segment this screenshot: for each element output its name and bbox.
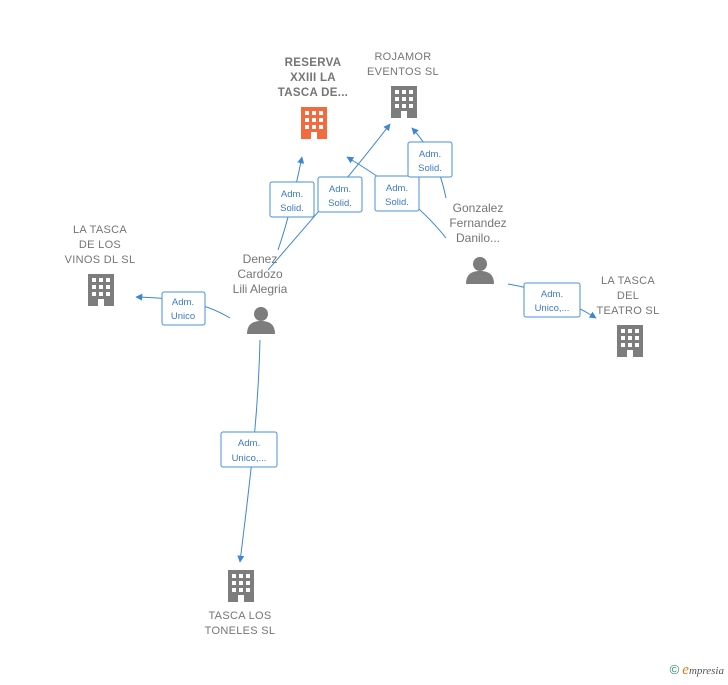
edge-label-line: Adm. xyxy=(238,438,260,449)
edge-label-line: Adm. xyxy=(172,297,194,308)
company-name-line: XXIII LA xyxy=(290,72,336,84)
edge-label-gonzalez-rojamor[interactable]: Adm. Solid. xyxy=(407,141,453,178)
company-name-line: ROJAMOR xyxy=(374,51,431,63)
edge-label-line: Unico,... xyxy=(535,303,570,314)
edge-label-line: Adm. xyxy=(329,184,351,195)
company-name-line: DE LOS xyxy=(79,239,121,251)
company-name-line: EVENTOS SL xyxy=(367,66,439,78)
edge-label-denez-reserva[interactable]: Adm. Solid. xyxy=(269,181,315,218)
edge-label-line: Solid. xyxy=(385,197,409,208)
company-name-line: TEATRO SL xyxy=(596,305,659,317)
edge-label-denez-vinos[interactable]: Adm. Unico xyxy=(161,291,206,326)
person-name-line: Cardozo xyxy=(237,267,283,281)
building-icon xyxy=(228,570,254,602)
company-name-line: LA TASCA xyxy=(73,224,127,236)
edge-label-gonzalez-reserva[interactable]: Adm. Solid. xyxy=(374,175,420,212)
edge-label-line: Solid. xyxy=(328,198,352,209)
edge-label-line: Adm. xyxy=(419,149,441,160)
company-name-line: VINOS DL SL xyxy=(65,254,136,266)
building-icon xyxy=(617,325,643,357)
edge-label-line: Unico,... xyxy=(232,453,267,464)
copyright-icon: © xyxy=(669,662,680,677)
building-icon xyxy=(301,107,327,139)
person-node-denez[interactable]: Denez Cardozo Lili Alegria xyxy=(233,252,288,334)
brand-initial: e xyxy=(682,662,689,678)
building-icon xyxy=(391,86,417,118)
empresia-footer: © empresia xyxy=(670,662,724,679)
person-node-gonzalez[interactable]: Gonzalez Fernandez Danilo... xyxy=(449,201,507,284)
person-name-line: Denez xyxy=(243,252,278,266)
edge-label-line: Adm. xyxy=(281,189,303,200)
edge-label-line: Solid. xyxy=(280,203,304,214)
building-icon xyxy=(88,274,114,306)
person-name-line: Fernandez xyxy=(449,216,506,230)
edge-label-line: Unico xyxy=(171,311,195,322)
company-name-line: RESERVA xyxy=(285,57,342,69)
company-name-line: TONELES SL xyxy=(205,625,276,637)
company-node-toneles[interactable]: TASCA LOS TONELES SL xyxy=(205,570,276,637)
person-icon xyxy=(247,307,275,334)
person-icon xyxy=(466,257,494,284)
company-node-reserva[interactable]: RESERVA XXIII LA TASCA DE... xyxy=(278,57,348,139)
company-node-vinos[interactable]: LA TASCA DE LOS VINOS DL SL xyxy=(65,224,136,306)
company-name-line: LA TASCA xyxy=(601,275,655,287)
edge-label-line: Adm. xyxy=(541,289,563,300)
company-name-line: TASCA DE... xyxy=(278,87,348,99)
person-name-line: Lili Alegria xyxy=(233,282,288,296)
company-node-rojamor[interactable]: ROJAMOR EVENTOS SL xyxy=(367,51,439,118)
person-name-line: Danilo... xyxy=(456,231,500,245)
company-node-teatro[interactable]: LA TASCA DEL TEATRO SL xyxy=(596,275,659,357)
edge-label-denez-toneles[interactable]: Adm. Unico,... xyxy=(220,431,278,468)
edge-label-gonzalez-teatro[interactable]: Adm. Unico,... xyxy=(523,282,581,318)
brand-name: mpresia xyxy=(688,665,724,677)
company-name-line: TASCA LOS xyxy=(208,610,271,622)
company-name-line: DEL xyxy=(617,290,639,302)
edge-label-denez-rojamor[interactable]: Adm. Solid. xyxy=(317,176,363,213)
person-name-line: Gonzalez xyxy=(453,201,504,215)
edge-label-line: Adm. xyxy=(386,183,408,194)
edge-label-line: Solid. xyxy=(418,163,442,174)
